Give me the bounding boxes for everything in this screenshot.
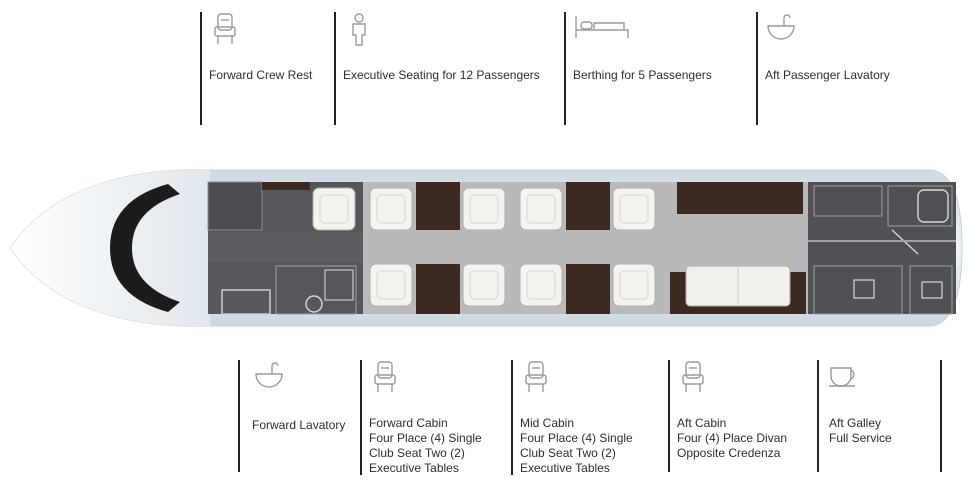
callout-label: Mid Cabin Four Place (4) Single Club Sea… — [520, 416, 633, 476]
seat — [519, 187, 563, 231]
callout-line: Full Service — [829, 431, 892, 445]
callout-label: Executive Seating for 12 Passengers — [343, 68, 540, 82]
seat — [519, 263, 563, 307]
callout-berthing: Berthing for 5 Passengers — [564, 12, 712, 125]
callout-label: Aft Passenger Lavatory — [765, 68, 890, 82]
callout-aft-passenger-lavatory: Aft Passenger Lavatory — [756, 12, 890, 125]
callout-forward-lavatory: Forward Lavatory — [238, 360, 345, 472]
seat-icon — [374, 361, 396, 392]
seat — [462, 187, 506, 231]
seat — [462, 263, 506, 307]
executive-tables — [416, 182, 806, 314]
callout-aft-cabin: Aft Cabin Four (4) Place Divan Opposite … — [668, 360, 787, 472]
callout-line: Executive Tables — [520, 461, 610, 475]
bed-icon — [575, 16, 629, 38]
aft-section — [808, 182, 956, 315]
divan — [685, 265, 791, 307]
callout-label: Forward Lavatory — [252, 418, 346, 432]
callout-line: Executive Tables — [369, 461, 459, 475]
credenza — [677, 182, 803, 214]
seat — [369, 187, 413, 231]
callout-forward-crew-rest: Forward Crew Rest — [200, 12, 312, 125]
table — [566, 264, 610, 314]
callout-line: Four (4) Place Divan — [677, 431, 788, 445]
callout-line: Mid Cabin — [520, 416, 575, 430]
forward-lavatory-toilet — [305, 295, 323, 313]
sink-icon — [767, 14, 795, 40]
callout-label: Aft Galley Full Service — [829, 416, 892, 446]
table — [416, 182, 460, 230]
windshield — [110, 184, 180, 312]
seat — [612, 187, 656, 231]
table — [416, 264, 460, 314]
table — [566, 182, 610, 230]
callout-line: Aft Galley — [829, 416, 882, 430]
person-icon — [352, 13, 366, 46]
callout-forward-cabin: Forward Cabin Four Place (4) Single Club… — [360, 360, 482, 475]
callout-line: Aft Cabin — [677, 416, 727, 430]
callout-executive-seating: Executive Seating for 12 Passengers — [334, 12, 540, 125]
callout-line: Club Seat Two (2) — [520, 446, 616, 460]
callout-label: Forward Crew Rest — [209, 68, 313, 82]
sink-icon — [255, 362, 283, 388]
callout-label: Berthing for 5 Passengers — [573, 68, 712, 82]
callout-line: Club Seat Two (2) — [369, 446, 465, 460]
callout-line: Forward Cabin — [369, 416, 448, 430]
seat-icon — [525, 361, 547, 392]
callout-label: Aft Cabin Four (4) Place Divan Opposite … — [677, 416, 787, 461]
callout-label: Forward Cabin Four Place (4) Single Club… — [369, 416, 482, 476]
callout-mid-cabin: Mid Cabin Four Place (4) Single Club Sea… — [511, 360, 633, 475]
seat — [369, 263, 413, 307]
seat-icon — [682, 361, 704, 392]
seat-icon — [214, 13, 236, 44]
callout-line: Opposite Credenza — [677, 446, 781, 460]
seat — [612, 263, 656, 307]
callout-line: Four Place (4) Single — [520, 431, 633, 445]
callout-line: Four Place (4) Single — [369, 431, 482, 445]
seat — [312, 187, 356, 231]
callout-aft-galley: Aft Galley Full Service — [817, 360, 892, 472]
passenger-seats — [312, 187, 656, 307]
cup-icon — [829, 367, 855, 387]
callout-end-rule — [940, 360, 942, 472]
